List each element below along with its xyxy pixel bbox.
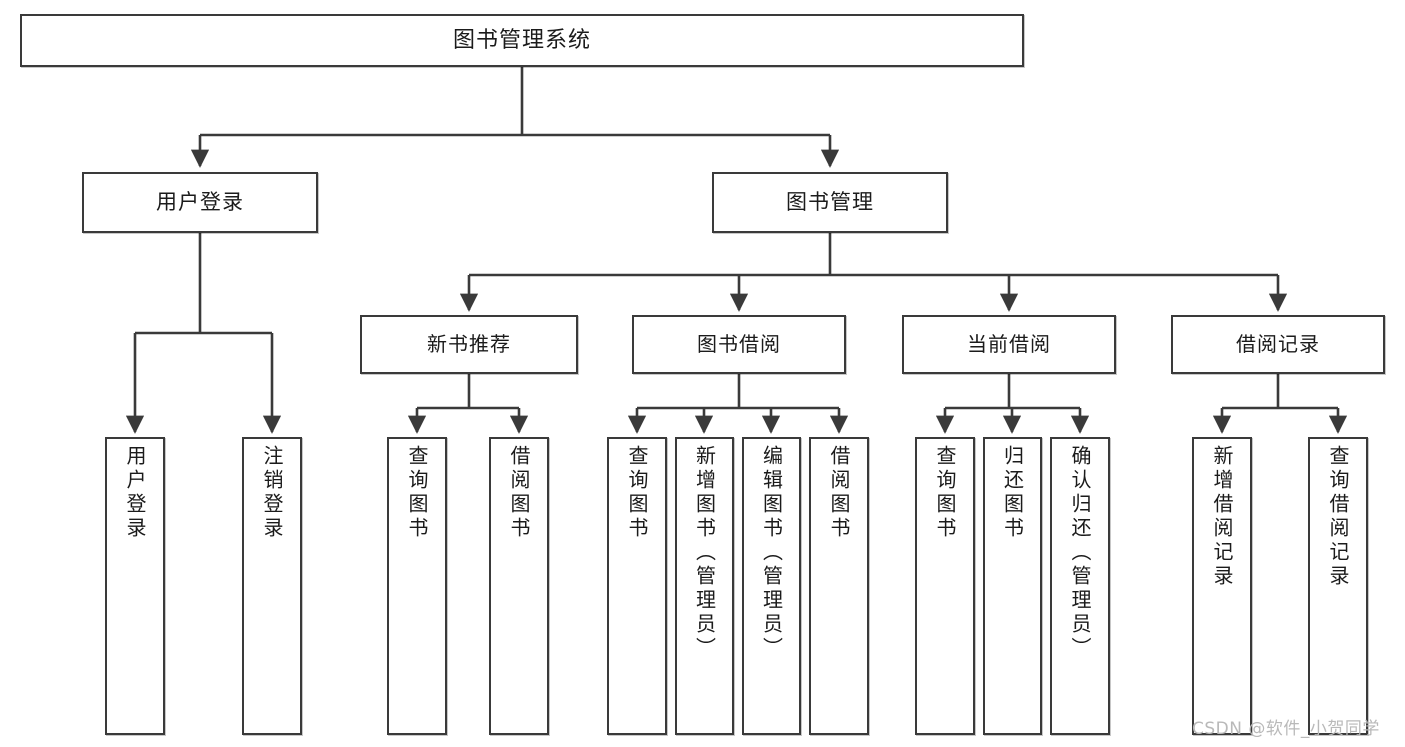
leaf-current-borrow-confirm-return-admin[interactable]: 确认归还（管理员） <box>1050 437 1110 735</box>
node-label: 归还图书 <box>1000 445 1025 541</box>
leaf-user-login-login[interactable]: 用户登录 <box>105 437 165 735</box>
node-label: 注销登录 <box>260 445 284 541</box>
node-label: 查询图书 <box>625 445 649 541</box>
node-book-borrow[interactable]: 图书借阅 <box>632 315 846 374</box>
node-user-login[interactable]: 用户登录 <box>82 172 318 233</box>
node-label: 新增图书（管理员） <box>692 445 717 661</box>
node-label: 借阅记录 <box>1236 332 1320 356</box>
leaf-new-book-borrow-book[interactable]: 借阅图书 <box>489 437 549 735</box>
node-label: 确认归还（管理员） <box>1068 445 1092 661</box>
node-label: 用户登录 <box>156 190 244 215</box>
leaf-borrow-record-add-record[interactable]: 新增借阅记录 <box>1192 437 1252 735</box>
leaf-borrow-record-query-record[interactable]: 查询借阅记录 <box>1308 437 1368 735</box>
leaf-current-borrow-query-book[interactable]: 查询图书 <box>915 437 975 735</box>
node-label: 当前借阅 <box>967 332 1051 356</box>
node-label: 图书管理 <box>786 190 874 215</box>
node-label: 编辑图书（管理员） <box>759 445 784 661</box>
node-label: 借阅图书 <box>827 445 851 541</box>
node-label: 图书管理系统 <box>452 27 591 53</box>
leaf-new-book-query-book[interactable]: 查询图书 <box>387 437 447 735</box>
node-root-book-management-system[interactable]: 图书管理系统 <box>20 14 1024 67</box>
node-label: 查询图书 <box>933 445 957 541</box>
node-label: 查询借阅记录 <box>1326 445 1350 589</box>
node-book-management[interactable]: 图书管理 <box>712 172 948 233</box>
leaf-book-borrow-edit-book-admin[interactable]: 编辑图书（管理员） <box>742 437 801 735</box>
leaf-book-borrow-add-book-admin[interactable]: 新增图书（管理员） <box>675 437 734 735</box>
node-label: 图书借阅 <box>697 332 781 356</box>
leaf-current-borrow-return-book[interactable]: 归还图书 <box>983 437 1042 735</box>
leaf-book-borrow-query-book[interactable]: 查询图书 <box>607 437 667 735</box>
node-label: 查询图书 <box>405 445 429 541</box>
node-current-borrow[interactable]: 当前借阅 <box>902 315 1116 374</box>
leaf-book-borrow-borrow-book[interactable]: 借阅图书 <box>809 437 869 735</box>
node-label: 新增借阅记录 <box>1210 445 1234 589</box>
node-new-book-recommend[interactable]: 新书推荐 <box>360 315 578 374</box>
leaf-user-login-logout[interactable]: 注销登录 <box>242 437 302 735</box>
node-label: 新书推荐 <box>427 332 511 356</box>
node-label: 用户登录 <box>123 445 147 541</box>
node-label: 借阅图书 <box>507 445 531 541</box>
node-borrow-record[interactable]: 借阅记录 <box>1171 315 1385 374</box>
